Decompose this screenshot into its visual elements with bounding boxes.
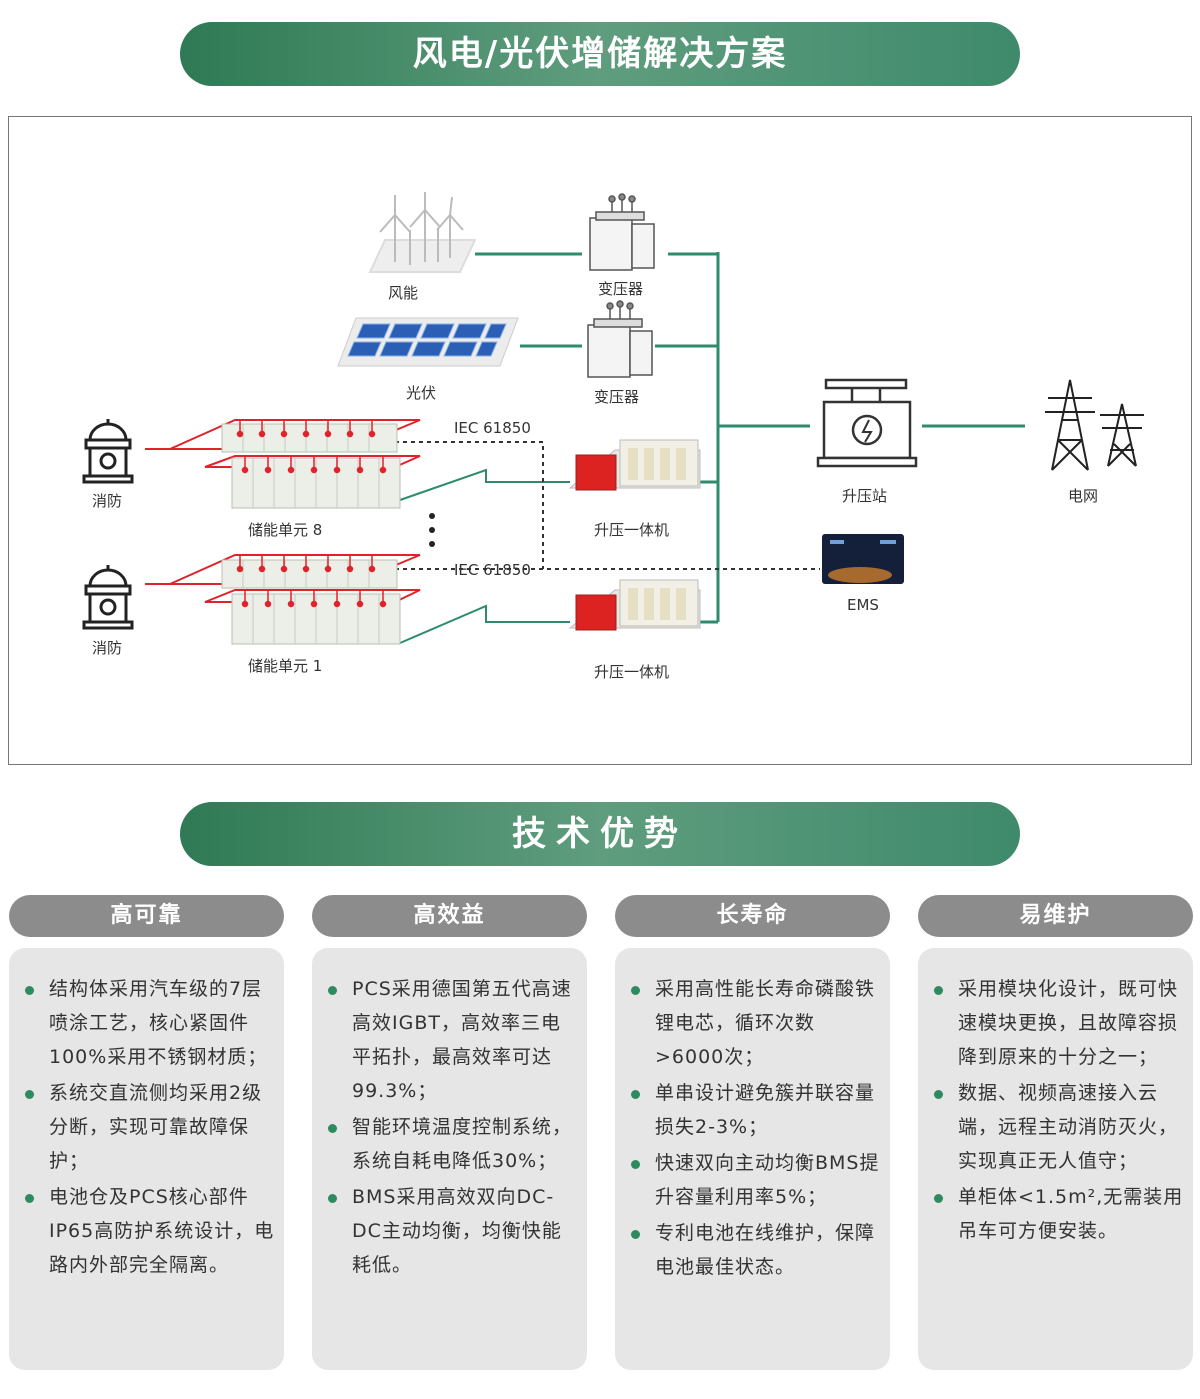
fire-hydrant-icon-2: [82, 565, 134, 630]
card-title-maintenance: 易维护: [918, 895, 1193, 937]
diagram-frame: [8, 116, 1192, 765]
fire-label-1: 消防: [92, 492, 123, 510]
ems-screen-icon: [822, 534, 904, 584]
card-maintenance: 采用模块化设计，既可快速模块更换，且故障容损降到原来的十分之一； 数据、视频高速…: [918, 948, 1193, 1370]
list-item: BMS采用高效双向DC-DC主动均衡，均衡快能耗低。: [326, 1180, 579, 1282]
iec-label-1: IEC 61850: [454, 419, 531, 437]
list-item: 采用模块化设计，既可快速模块更换，且故障容损降到原来的十分之一；: [932, 972, 1185, 1074]
ems-label: EMS: [847, 596, 879, 614]
list-item: 智能环境温度控制系统，系统自耗电降低30%；: [326, 1110, 579, 1178]
list-item: 单串设计避免簇并联容量损失2-3%；: [629, 1076, 882, 1144]
fire-label-2: 消防: [92, 639, 123, 657]
solar-panel-icon: [337, 317, 519, 367]
booster-icon-2: [568, 579, 701, 631]
list-item: 专利电池在线维护，保障电池最佳状态。: [629, 1216, 882, 1284]
fire-hydrant-icon-1: [82, 419, 134, 484]
advantages-banner: 技术优势: [180, 802, 1020, 866]
booster-label-1: 升压一体机: [594, 521, 670, 539]
card-title-longevity: 长寿命: [615, 895, 890, 937]
solution-banner: 风电/光伏增储解决方案: [180, 22, 1020, 86]
list-item: 系统交直流侧均采用2级分断，实现可靠故障保护；: [23, 1076, 276, 1178]
transformer-label-1: 变压器: [598, 280, 644, 298]
booster-icon-1: [568, 439, 701, 491]
card-efficient: PCS采用德国第五代高速高效IGBT，高效率三电平拓扑，最高效率可达99.3%；…: [312, 948, 587, 1370]
list-item: 结构体采用汽车级的7层喷涂工艺，核心紧固件100%采用不锈钢材质；: [23, 972, 276, 1074]
storage-unit-1-icon: [221, 559, 401, 645]
power-grid-icon: [1045, 379, 1144, 471]
transformer-label-2: 变压器: [594, 388, 640, 406]
card-reliable: 结构体采用汽车级的7层喷涂工艺，核心紧固件100%采用不锈钢材质； 系统交直流侧…: [9, 948, 284, 1370]
iec-label-2: IEC 61850: [454, 561, 531, 579]
storage-label-8: 储能单元 8: [248, 521, 323, 539]
substation-icon: [816, 378, 918, 468]
grid-label: 电网: [1068, 487, 1099, 505]
list-item: 快速双向主动均衡BMS提升容量利用率5%；: [629, 1146, 882, 1214]
substation-label: 升压站: [842, 487, 888, 505]
list-item: 采用高性能长寿命磷酸铁锂电芯，循环次数>6000次；: [629, 972, 882, 1074]
list-item: 电池仓及PCS核心部件IP65高防护系统设计，电路内外部完全隔离。: [23, 1180, 276, 1282]
list-item: PCS采用德国第五代高速高效IGBT，高效率三电平拓扑，最高效率可达99.3%；: [326, 972, 579, 1108]
solar-label: 光伏: [406, 384, 437, 402]
card-longevity: 采用高性能长寿命磷酸铁锂电芯，循环次数>6000次； 单串设计避免簇并联容量损失…: [615, 948, 890, 1370]
storage-label-1: 储能单元 1: [248, 657, 323, 675]
list-item: 数据、视频高速接入云端，远程主动消防灭火，实现真正无人值守；: [932, 1076, 1185, 1178]
card-title-reliable: 高可靠: [9, 895, 284, 937]
wind-label: 风能: [388, 284, 419, 302]
wind-icon: [368, 192, 477, 273]
booster-label-2: 升压一体机: [594, 663, 670, 681]
transformer-icon-1: [589, 193, 655, 271]
system-diagram: [82, 192, 1144, 645]
card-title-efficient: 高效益: [312, 895, 587, 937]
transformer-icon-2: [587, 300, 653, 378]
list-item: 单柜体<1.5m²,无需装用吊车可方便安装。: [932, 1180, 1185, 1248]
storage-unit-8-icon: [221, 423, 401, 509]
